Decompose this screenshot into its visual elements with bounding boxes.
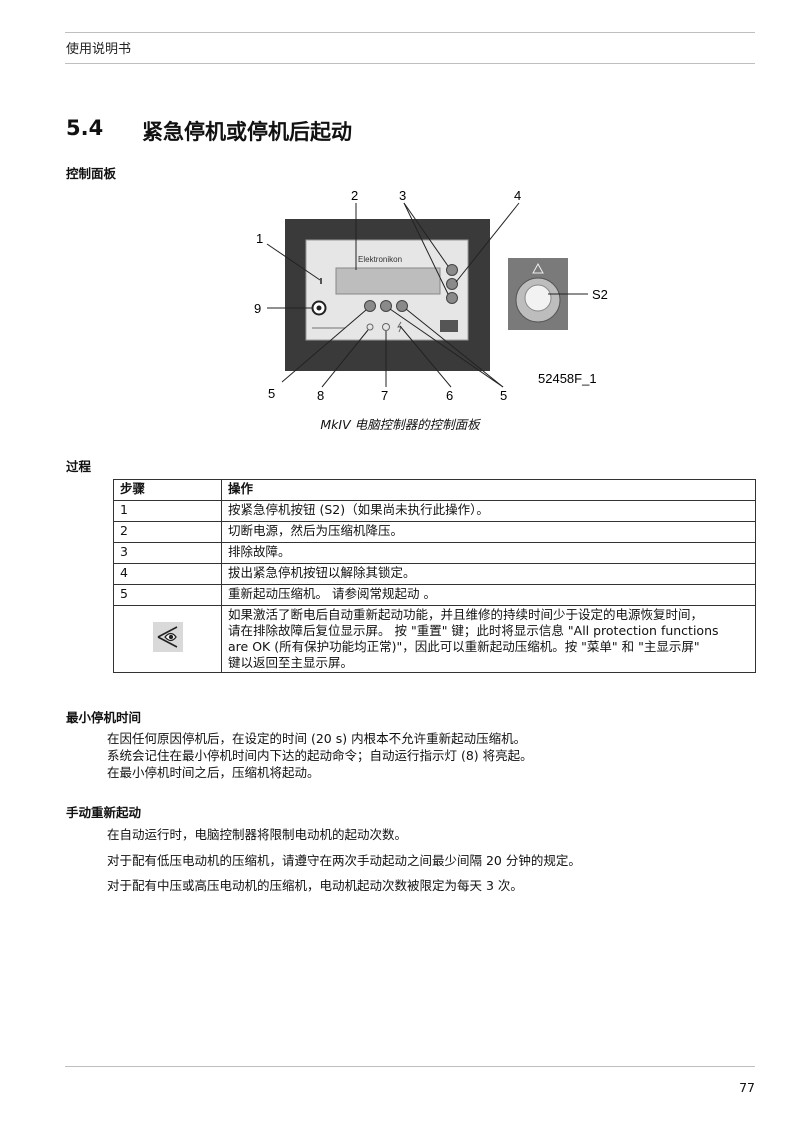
min-stop-line: 在最小停机时间之后，压缩机将起动。: [107, 765, 320, 780]
panel-function-key-3[interactable]: [396, 300, 408, 312]
step-number: 1: [113, 500, 222, 522]
step-action: 拔出紧急停机按钮以解除其锁定。: [221, 563, 756, 585]
eye-note-icon: [152, 622, 183, 652]
min-stop-line: 在因任何原因停机后，在设定的时间 (20 s) 内根本不允许重新起动压缩机。: [107, 731, 527, 746]
table-row: 3 排除故障。: [113, 542, 756, 564]
callout-s2: S2: [592, 287, 608, 302]
table-row: 1 按紧急停机按钮 (S2)（如果尚未执行此操作）。: [113, 500, 756, 522]
step-action: 重新起动压缩机。 请参阅常规起动 。: [221, 584, 756, 606]
panel-led-1: [320, 278, 322, 284]
panel-button-scroll-up[interactable]: [446, 264, 458, 276]
manual-restart-heading: 手动重新起动: [66, 805, 142, 820]
callout-8: 8: [317, 388, 324, 403]
callout-6: 6: [446, 388, 453, 403]
callout-9: 9: [254, 301, 261, 316]
emergency-stop-button[interactable]: [524, 284, 552, 312]
panel-brand: Elektronikon: [358, 255, 402, 264]
min-stop-paragraph: 在因任何原因停机后，在设定的时间 (20 s) 内根本不允许重新起动压缩机。 系…: [107, 730, 533, 781]
panel-display: [335, 267, 441, 295]
callout-1: 1: [256, 231, 263, 246]
start-button-center: [316, 305, 322, 311]
table-row: 2 切断电源，然后为压缩机降压。: [113, 521, 756, 543]
note-line: 请在排除故障后复位显示屏。 按 "重置" 键；此时将显示信息 "All prot…: [228, 623, 719, 638]
min-stop-line: 系统会记住在最小停机时间内下达的起动命令；自动运行指示灯 (8) 将亮起。: [107, 748, 533, 763]
figure-id: 52458F_1: [538, 371, 597, 386]
callout-lines: [266, 202, 520, 388]
steps-table: 步骤 操作 1 按紧急停机按钮 (S2)（如果尚未执行此操作）。 2 切断电源，…: [113, 479, 756, 673]
callout-3: 3: [399, 188, 406, 203]
table-header-row: 步骤 操作: [113, 479, 756, 501]
document-header-title: 使用说明书: [66, 42, 132, 57]
table-row: 5 重新起动压缩机。 请参阅常规起动 。: [113, 584, 756, 606]
manual-restart-line-3: 对于配有中压或高压电动机的压缩机，电动机起动次数被限定为每天 3 次。: [107, 878, 523, 893]
manual-restart-line-1: 在自动运行时，电脑控制器将限制电动机的起动次数。: [107, 827, 408, 842]
callout-5b: 5: [500, 388, 507, 403]
table-row-note: 如果激活了断电后自动重新起动功能，并且维修的持续时间少于设定的电源恢复时间， 请…: [113, 605, 756, 673]
panel-button-scroll-down[interactable]: [446, 292, 458, 304]
step-action: 按紧急停机按钮 (S2)（如果尚未执行此操作）。: [221, 500, 756, 522]
min-stop-heading: 最小停机时间: [66, 710, 142, 725]
step-number: 5: [113, 584, 222, 606]
column-header-action: 操作: [221, 479, 756, 501]
callout-4: 4: [514, 188, 521, 203]
note-line: are OK (所有保护功能均正常)"，因此可以重新起动压缩机。按 "菜单" 和…: [228, 639, 700, 654]
note-line: 如果激活了断电后自动重新起动功能，并且维修的持续时间少于设定的电源恢复时间，: [228, 607, 704, 622]
step-action: 排除故障。: [221, 542, 756, 564]
step-action: 切断电源，然后为压缩机降压。: [221, 521, 756, 543]
process-heading: 过程: [66, 459, 92, 474]
manufacturer-logo: [440, 320, 458, 332]
panel-function-key-2[interactable]: [380, 300, 392, 312]
warning-triangle-icon: [532, 262, 544, 274]
header-top-rule: [65, 32, 755, 33]
note-icon-cell: [113, 605, 222, 673]
note-line: 键以返回至主显示屏。: [228, 655, 354, 670]
callout-2: 2: [351, 188, 358, 203]
panel-function-key-1[interactable]: [364, 300, 376, 312]
section-title: 紧急停机或停机后起动: [142, 120, 352, 144]
figure-caption: MkIV 电脑控制器的控制面板: [320, 417, 480, 432]
callout-7: 7: [381, 388, 388, 403]
page-number: 77: [739, 1080, 755, 1095]
note-text: 如果激活了断电后自动重新起动功能，并且维修的持续时间少于设定的电源恢复时间， 请…: [221, 605, 756, 673]
table-row: 4 拔出紧急停机按钮以解除其锁定。: [113, 563, 756, 585]
callout-5a: 5: [268, 386, 275, 401]
footer-rule: [65, 1066, 755, 1067]
voltage-led: [397, 321, 402, 333]
manual-restart-line-2: 对于配有低压电动机的压缩机，请遵守在两次手动起动之间最少间隔 20 分钟的规定。: [107, 853, 581, 868]
column-header-step: 步骤: [113, 479, 222, 501]
step-number: 2: [113, 521, 222, 543]
panel-heading: 控制面板: [66, 166, 117, 181]
step-number: 3: [113, 542, 222, 564]
auto-operation-led: [366, 323, 374, 331]
section-number: 5.4: [66, 116, 104, 140]
control-panel-figure: Elektronikon 1 2 3 4 5 5 6: [254, 188, 608, 403]
panel-button-tab[interactable]: [446, 278, 458, 290]
voltage-on-led: [382, 323, 390, 331]
step-number: 4: [113, 563, 222, 585]
header-bottom-rule: [65, 63, 755, 64]
